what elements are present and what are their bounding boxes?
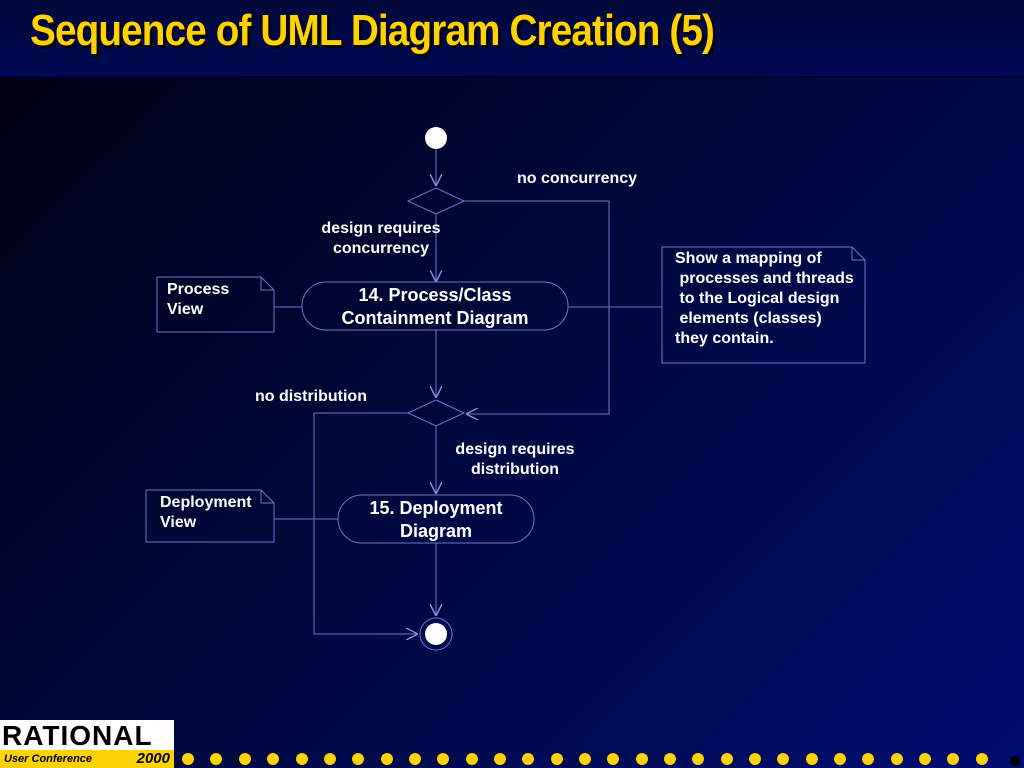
logo-conference: User Conference [4,753,93,765]
logo-wordmark: RATIONAL [2,720,153,751]
note-deployment-view-text: Deployment View [160,494,252,531]
label-no-distribution: no distribution [255,388,367,405]
slide-title: Sequence of UML Diagram Creation (5) [30,6,715,55]
title-bar: Sequence of UML Diagram Creation (5) [0,0,1024,78]
label-design-requires-distribution: design requires distribution [455,441,575,478]
label-no-concurrency: no concurrency [517,170,638,187]
decision-concurrency [406,187,466,215]
footer-dots [182,753,988,765]
activity-deployment-label: 15. Deployment Diagram [369,498,503,541]
note-process-view [156,276,275,333]
label-design-requires-concurrency: design requires concurrency [321,220,441,257]
note-mapping-text: Show a mapping of processes and threads … [675,250,854,347]
note-mapping [661,246,866,364]
flow-no-distribution [313,412,418,634]
initial-node [425,127,447,149]
final-node-ring [419,617,453,651]
decision-distribution [406,399,466,427]
final-node [425,623,447,645]
activity-process-class-label: 14. Process/Class Containment Diagram [341,285,529,328]
note-deployment-view [145,489,275,543]
logo-year: 2000 [136,750,170,767]
note-process-view-text: Process View [167,281,230,318]
rational-logo: RATIONAL User Conference 2000 [0,720,174,768]
logo-band [0,750,174,768]
footer-dot-end [1010,756,1020,766]
activity-process-class [301,281,569,331]
